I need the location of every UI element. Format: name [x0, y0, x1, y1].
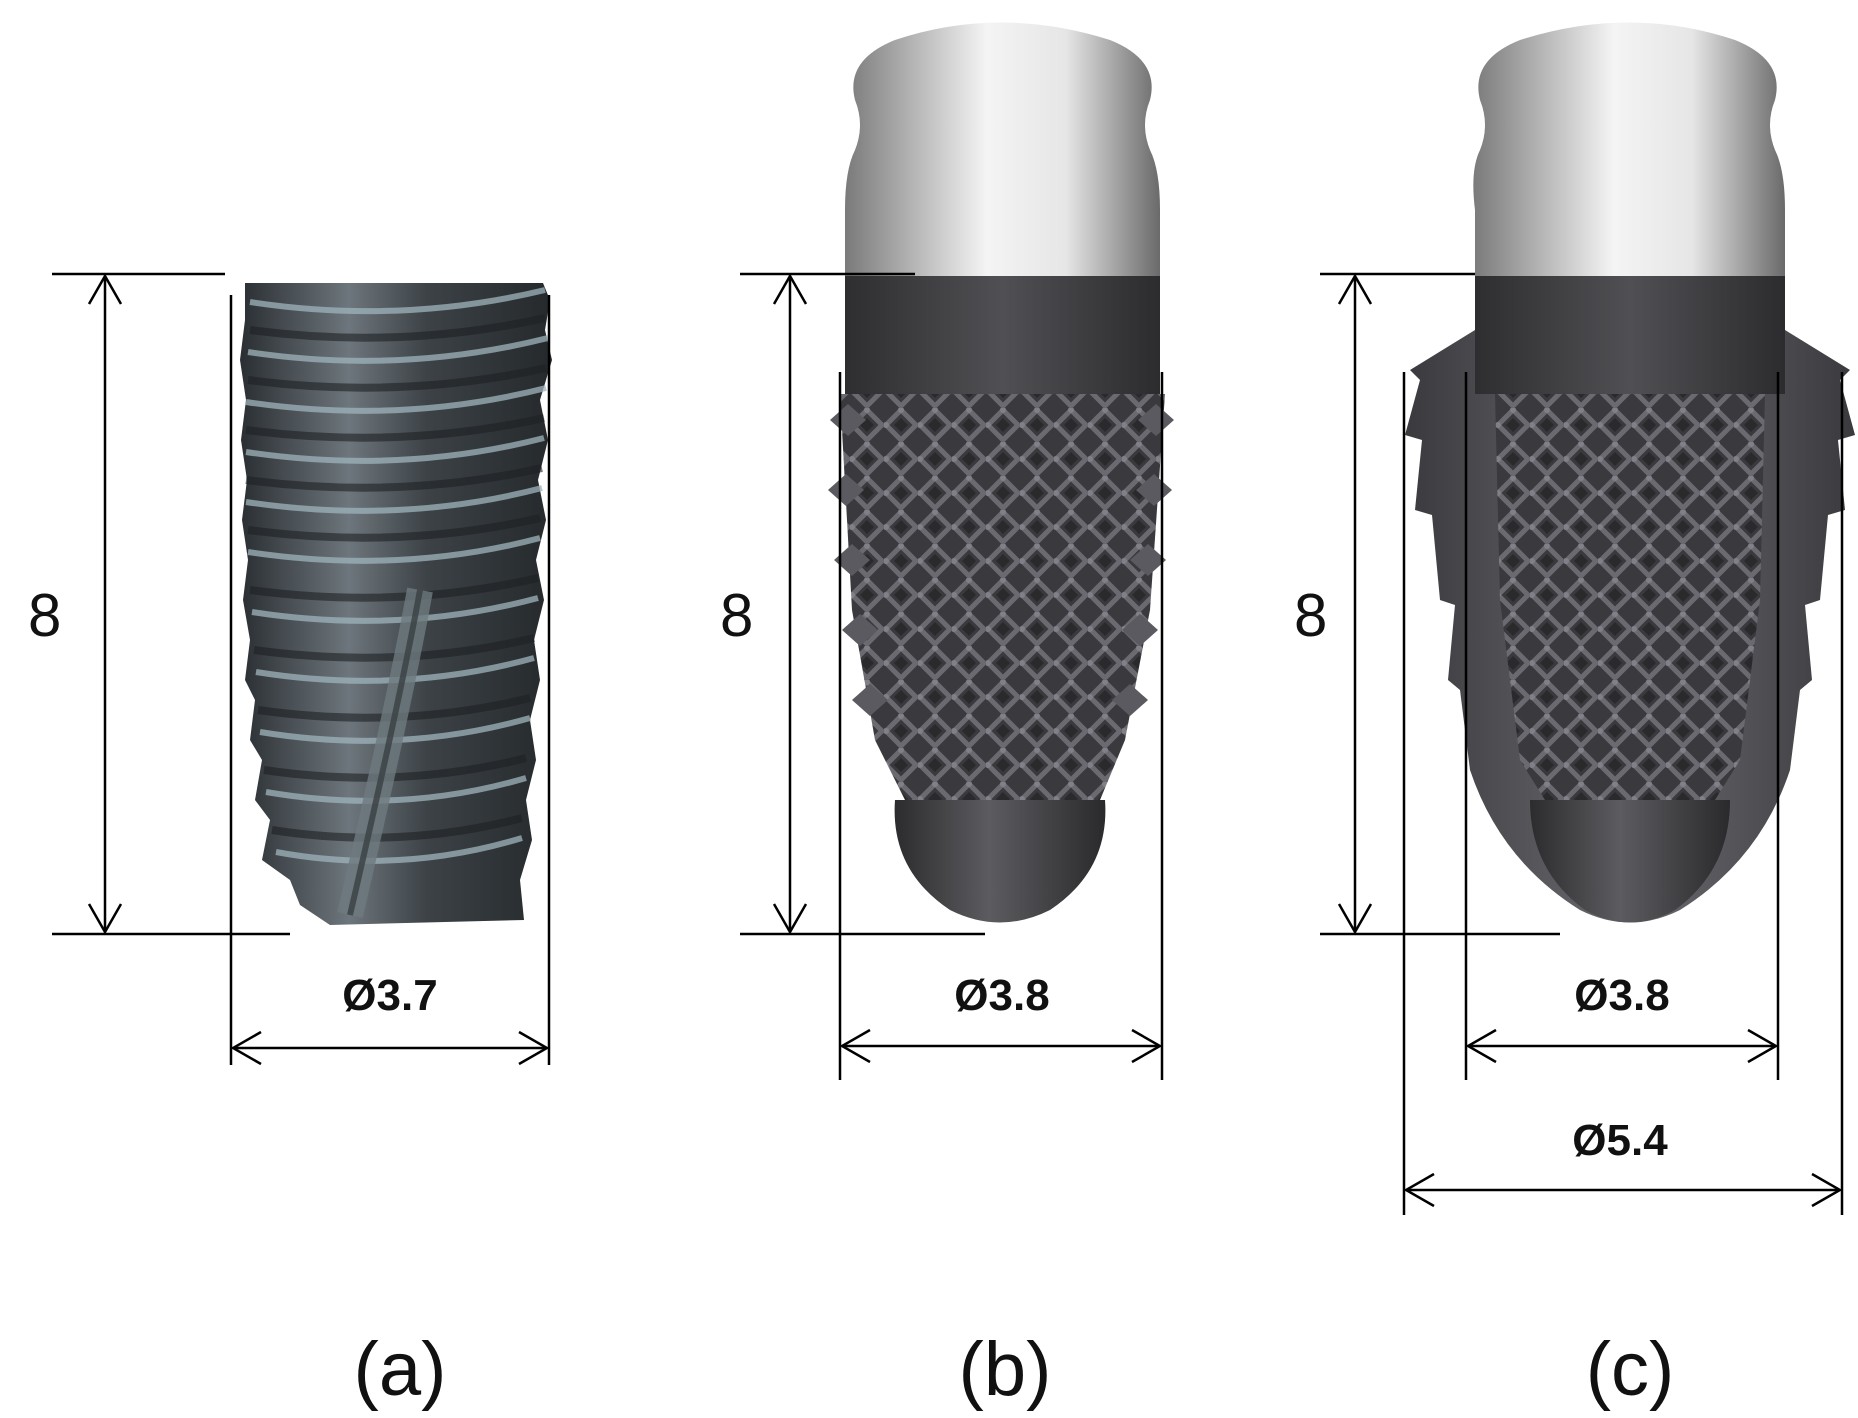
inner-diameter-label: Ø3.8	[1574, 971, 1669, 1020]
diameter-label: Ø3.7	[342, 971, 437, 1020]
height-label: 8	[720, 582, 753, 649]
apical-tip	[1530, 800, 1730, 923]
apical-tip	[894, 800, 1106, 923]
height-label: 8	[28, 582, 61, 649]
collar-band	[845, 276, 1160, 394]
panel-caption: (b)	[959, 1327, 1052, 1412]
healing-cap	[1473, 22, 1785, 276]
hybrid-implant	[1405, 22, 1855, 923]
lattice-implant	[828, 22, 1174, 923]
collar-band	[1475, 276, 1785, 394]
outer-diameter-label: Ø5.4	[1572, 1116, 1668, 1165]
height-label: 8	[1294, 582, 1327, 649]
panel-caption: (a)	[354, 1327, 447, 1412]
threaded-implant	[240, 283, 552, 925]
lattice-body	[1495, 394, 1765, 800]
lattice-body	[840, 394, 1165, 800]
panel-b: 8 Ø3.8 (b)	[720, 22, 1174, 1412]
panel-c: 8 Ø3.8 Ø5.4 (c)	[1294, 22, 1855, 1412]
diameter-label: Ø3.8	[954, 971, 1049, 1020]
panel-a: 8 Ø3.7 (a)	[28, 272, 552, 1412]
panel-caption: (c)	[1586, 1327, 1675, 1412]
healing-cap	[845, 22, 1160, 276]
